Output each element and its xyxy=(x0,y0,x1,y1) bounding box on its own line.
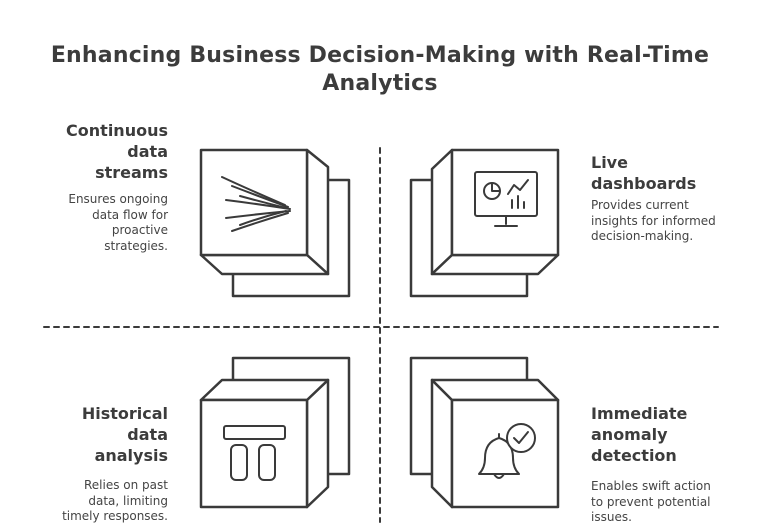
monitor-chart-icon xyxy=(474,171,538,227)
page-title: Enhancing Business Decision-Making with … xyxy=(50,43,710,96)
archive-drawer-icon xyxy=(223,425,286,481)
data-stream-icon xyxy=(221,176,291,232)
bell-check-icon xyxy=(478,423,536,479)
heading-live-dashboards: Live dashboards xyxy=(591,153,697,193)
box-historical-data-analysis xyxy=(199,356,351,509)
heading-immediate-anomaly-detection: Immediate anomaly detection xyxy=(591,404,688,465)
box-continuous-data-streams xyxy=(199,148,351,298)
box-live-dashboards xyxy=(409,148,560,298)
desc-live-dashboards: Provides current insights for informed d… xyxy=(591,198,716,243)
box-immediate-anomaly-detection xyxy=(409,356,560,509)
desc-immediate-anomaly-detection: Enables swift action to prevent potentia… xyxy=(591,479,711,524)
desc-continuous-data-streams: Ensures ongoing data flow for proactive … xyxy=(68,192,168,253)
heading-continuous-data-streams: Continuous data streams xyxy=(66,121,168,182)
heading-historical-data-analysis: Historical data analysis xyxy=(81,404,168,465)
desc-historical-data-analysis: Relies on past data, limiting timely res… xyxy=(62,478,168,523)
